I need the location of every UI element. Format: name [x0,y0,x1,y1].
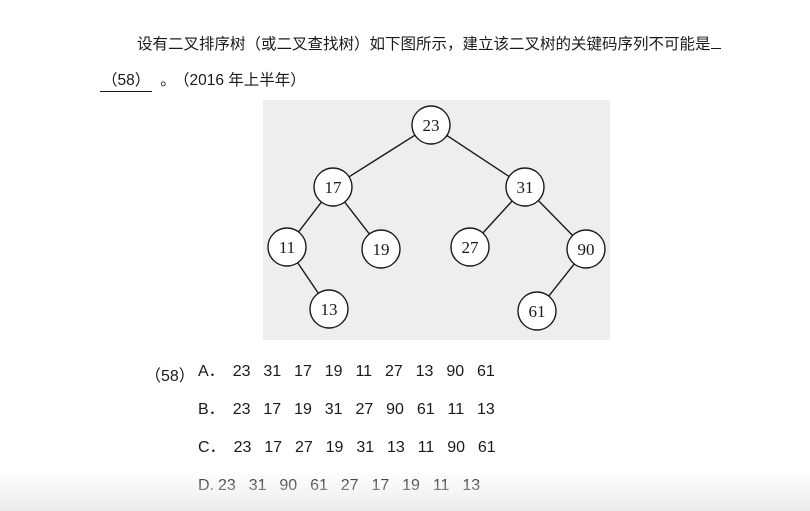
tree-node-17 [313,167,353,207]
option-a-text: 23 31 17 19 11 27 13 90 61 [232,363,495,380]
tree-node-11 [267,227,307,267]
tree-node-13 [309,289,349,329]
option-b: B． 23 17 19 31 27 90 61 11 13 [198,400,495,420]
question-text-line: 设有二叉排序树（或二叉查找树）如下图所示，建立该二叉树的关键码序列不可能是 [137,32,807,54]
tree-edge-23-31 [446,134,510,178]
option-c-letter: C． [198,439,226,456]
tree-node-90 [566,229,606,269]
question-text-line-2: （58） 。 （2016 年上半年） [100,70,306,92]
tree-edge-31-90 [537,200,574,236]
tree-node-19 [361,229,401,269]
tree-node-label-11: 11 [279,238,295,257]
tree-node-27 [450,227,490,267]
binary-tree-figure: 23 17 31 11 19 27 90 13 61 [263,100,610,340]
tree-node-label-27: 27 [462,238,480,257]
tree-edge-31-27 [482,200,513,234]
option-b-letter: B． [198,401,225,418]
option-d: D.23 31 90 61 27 17 19 11 13 [198,476,480,496]
option-b-text: 23 17 19 31 27 90 61 11 13 [232,401,495,418]
tree-edge-17-19 [344,201,370,235]
option-c: C． 23 17 27 19 31 13 11 90 61 [198,438,496,458]
tree-node-label-31: 31 [517,178,534,197]
tree-node-label-19: 19 [373,240,390,259]
answer-blank [710,32,721,49]
option-c-text: 23 17 27 19 31 13 11 90 61 [233,439,496,456]
tree-node-label-17: 17 [325,178,343,197]
tree-edge-90-61 [548,263,575,297]
tree-node-label-61: 61 [529,302,546,321]
tree-edge-23-17 [348,134,416,178]
option-a-letter: A． [198,363,225,380]
question-number: （58） [100,71,153,92]
tree-node-61 [517,291,557,331]
tree-node-label-13: 13 [321,300,338,319]
question-stem: 设有二叉排序树（或二叉查找树）如下图所示，建立该二叉树的关键码序列不可能是 [137,35,711,53]
option-a: A． 23 31 17 19 11 27 13 90 61 [198,362,495,382]
tree-edge-11-13 [297,262,319,294]
question-source: （2016 年上半年） [181,72,306,89]
option-d-text: 23 31 90 61 27 17 19 11 13 [218,477,481,494]
tree-node-23 [411,105,451,145]
tree-node-31 [505,167,545,207]
option-d-letter: D. [198,477,214,494]
tree-node-label-90: 90 [578,240,595,259]
options-question-number: （58） [145,368,195,385]
tree-node-label-23: 23 [423,116,440,135]
binary-tree-diagram: 23 17 31 11 19 27 90 13 61 [267,105,606,331]
tree-edge-17-11 [298,201,322,233]
question-period: 。 [160,71,176,89]
